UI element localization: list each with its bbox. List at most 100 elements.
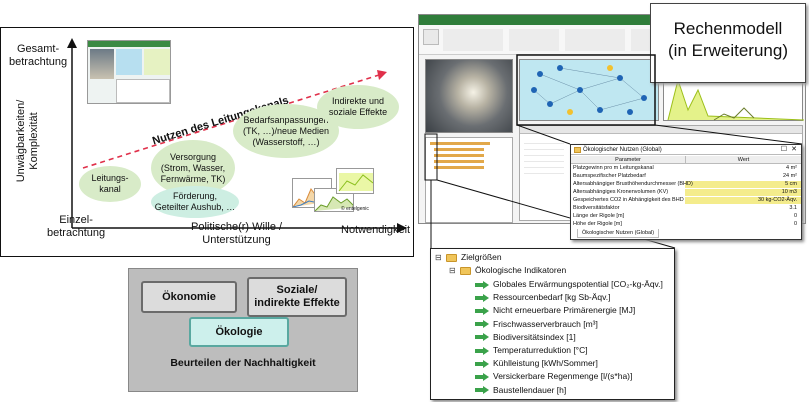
parameter-dialog: Ökologischer Nutzen (Global) ☐ ✕ Paramet… xyxy=(570,144,802,240)
chart-thumbnail-3 xyxy=(336,168,374,194)
value-highlight xyxy=(685,181,801,188)
target-variables-tree: ⊟ Zielgrößen ⊟ Ökologische Indikatoren G… xyxy=(430,248,675,400)
parameter-value[interactable]: 4 m² xyxy=(786,165,797,171)
tree-item-label: Ressourcenbedarf [kg Sb-Äqv.] xyxy=(493,292,611,303)
tree-root-row[interactable]: ⊟ Zielgrößen xyxy=(435,251,502,264)
ellipse-indirekte-effekte: Indirekte und soziale Effekte xyxy=(317,85,399,129)
tree-highlight-rect xyxy=(424,133,438,181)
column-header-value: Wert xyxy=(685,156,801,164)
parameter-row[interactable]: Baumspezifischer Platzbedarf 24 m² xyxy=(571,173,801,180)
parameter-name: Altersabhängiger Brusthöhendurchmesser (… xyxy=(573,181,693,187)
arrow-icon xyxy=(475,306,489,315)
folder-icon xyxy=(460,266,471,275)
value-highlight xyxy=(685,197,801,204)
dialog-folder-icon xyxy=(574,147,581,153)
tree-item[interactable]: Nicht erneuerbare Primärenergie [MJ] xyxy=(475,304,635,317)
parameter-row[interactable]: Altersabhängiges Kronenvolumen (KV) 10 m3 xyxy=(571,189,801,196)
trend-arrowhead xyxy=(377,70,387,80)
sustainability-box: Ökonomie Soziale/ indirekte Effekte Ökol… xyxy=(128,268,358,392)
x-axis-arrowhead xyxy=(397,223,407,233)
parameter-value[interactable]: 30 kg-CO2-Äqv. xyxy=(757,197,797,203)
diagram-axes xyxy=(67,38,407,233)
column-header-parameter: Parameter xyxy=(571,156,685,164)
parameter-name: Platzgewinn pro m Leitungskanal xyxy=(573,165,654,171)
arrow-icon xyxy=(475,346,489,355)
connector-right xyxy=(654,124,803,145)
arrow-icon xyxy=(475,359,489,368)
highlight-rect xyxy=(516,54,656,126)
close-icon[interactable]: ✕ xyxy=(791,146,797,153)
tree-item[interactable]: Ressourcenbedarf [kg Sb-Äqv.] xyxy=(475,291,611,304)
ellipse-leitungskanal: Leitungs- kanal xyxy=(79,166,141,202)
parameter-row[interactable]: Länge der Rigole [m] 0 xyxy=(571,213,801,220)
network-graph xyxy=(519,59,659,121)
arrow-icon xyxy=(475,333,489,342)
arrow-icon xyxy=(475,372,489,381)
tree-item[interactable]: Baustellendauer [h] xyxy=(475,384,566,397)
parameter-row[interactable]: Höhe der Rigole [m] 0 xyxy=(571,221,801,228)
tree-item-label: Nicht erneuerbare Primärenergie [MJ] xyxy=(493,305,636,316)
arrow-icon xyxy=(475,293,489,302)
sustainability-footer: Beurteilen der Nachhaltigkeit xyxy=(170,357,316,369)
parameter-name: Baumspezifischer Platzbedarf xyxy=(573,173,646,179)
parameter-tab[interactable]: Ökologischer Nutzen (Global) xyxy=(577,229,660,238)
tree-item-label: Versickerbare Regenmenge [l/(s*ha)] xyxy=(493,371,633,382)
parameter-value[interactable]: 24 m² xyxy=(782,173,797,179)
ellipse-foerderung: Förderung, Geteilter Aushub, … xyxy=(151,186,239,218)
parameter-row[interactable]: Gespeichertes CO2 in Abhängigkeit des BH… xyxy=(571,197,801,204)
model-callout: Rechenmodell (in Erweiterung) xyxy=(650,3,806,83)
parameter-value[interactable]: 0 xyxy=(793,213,797,219)
parameter-row[interactable]: Biodiversitätsfaktor 3.1 xyxy=(571,205,801,212)
app-thumbnail xyxy=(87,40,171,104)
arrow-icon xyxy=(475,280,489,289)
parameter-name: Höhe der Rigole [m] xyxy=(573,221,622,227)
tree-item[interactable]: Kühlleistung [kWh/Sommer] xyxy=(475,357,598,370)
ecology-box: Ökologie xyxy=(189,317,289,347)
value-highlight xyxy=(685,189,801,196)
parameter-value[interactable]: 0 xyxy=(793,221,797,227)
tree-item[interactable]: Globales Erwärmungspotential [CO₂-kg-Äqv… xyxy=(475,278,663,291)
parameter-value[interactable]: 3.1 xyxy=(789,205,797,211)
parameter-name: Länge der Rigole [m] xyxy=(573,213,625,219)
x-axis-right-label: Notwendigkeit xyxy=(341,224,411,236)
parameter-dialog-title: Ökologischer Nutzen (Global) xyxy=(571,145,801,155)
parameter-row[interactable]: Altersabhängiger Brusthöhendurchmesser (… xyxy=(571,181,801,188)
tunnel-image xyxy=(425,59,513,133)
parameter-name: Biodiversitätsfaktor xyxy=(573,205,620,211)
parameter-row[interactable]: Platzgewinn pro m Leitungskanal 4 m² xyxy=(571,165,801,172)
trend-line xyxy=(82,74,380,169)
tree-item-label: Baustellendauer [h] xyxy=(493,384,567,395)
folder-icon xyxy=(446,253,457,262)
collapse-icon[interactable]: ⊟ xyxy=(435,253,442,262)
tree-item-label: Kühlleistung [kWh/Sommer] xyxy=(493,358,598,369)
arrow-icon xyxy=(475,386,489,395)
tree-item[interactable]: Temperaturreduktion [°C] xyxy=(475,344,588,357)
tree-item[interactable]: Versickerbare Regenmenge [l/(s*ha)] xyxy=(475,370,632,383)
tree-root-label: Zielgrößen xyxy=(461,252,502,262)
parameter-value[interactable]: 10 m3 xyxy=(781,189,797,195)
app-titlebar xyxy=(419,15,805,25)
tree-item-label: Frischwasserverbrauch [m³] xyxy=(493,318,598,329)
credit-label: © entelgenic xyxy=(341,206,369,212)
tree-item[interactable]: Frischwasserverbrauch [m³] xyxy=(475,318,598,331)
tree-item-label: Temperaturreduktion [°C] xyxy=(493,345,588,355)
social-effects-box: Soziale/ indirekte Effekte xyxy=(247,277,347,317)
tree-group-row[interactable]: ⊟ Ökologische Indikatoren xyxy=(449,264,566,277)
tree-group-label: Ökologische Indikatoren xyxy=(475,265,567,275)
y-axis-arrowhead xyxy=(67,38,77,48)
y-axis-top-label: Gesamt- betrachtung xyxy=(9,43,68,68)
arrow-icon xyxy=(475,320,489,329)
diagram-panel: Gesamt- betrachtung Unwägbarkeiten/ Komp… xyxy=(0,27,414,257)
tree-item-label: Globales Erwärmungspotential [CO₂-kg-Äqv… xyxy=(493,279,663,289)
economy-box: Ökonomie xyxy=(141,281,237,313)
tree-item[interactable]: Biodiversitätsindex [1] xyxy=(475,331,576,344)
y-axis-bottom-label: Einzel- betrachtung xyxy=(47,214,106,239)
ellipse-bedarfsanpassungen: Bedarfsanpassungen (TK, …)/neue Medien (… xyxy=(233,104,339,158)
collapse-icon[interactable]: ⊟ xyxy=(449,266,456,275)
parameter-name: Altersabhängiges Kronenvolumen (KV) xyxy=(573,189,669,195)
maximize-icon[interactable]: ☐ xyxy=(780,146,787,153)
parameter-name: Gespeichertes CO2 in Abhängigkeit des BH… xyxy=(573,197,684,203)
parameter-value[interactable]: 5 cm xyxy=(785,181,797,187)
tree-item-label: Biodiversitätsindex [1] xyxy=(493,331,576,342)
